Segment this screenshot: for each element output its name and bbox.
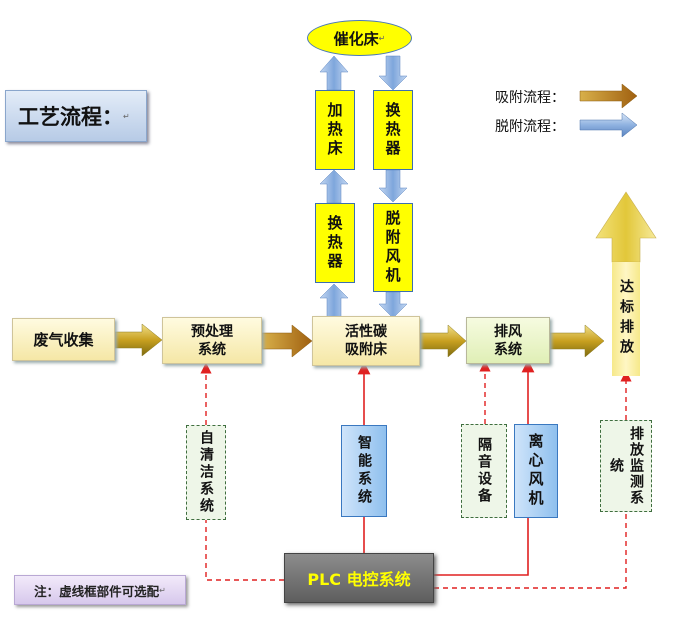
arrow-catalytic-to-heatex-right <box>378 55 408 91</box>
arrow-heatex-left-to-heatbed <box>319 169 349 204</box>
arrow-fan-to-carbon <box>378 291 408 319</box>
line-plc-to-centrifugal <box>434 518 529 576</box>
centrifugal-fan: 离心风机 <box>514 424 558 518</box>
dash-plc-to-monitor <box>434 512 627 589</box>
optional-note: 注：虚线框部件可选配↵ <box>14 575 186 605</box>
arrow-carbon-to-heatex-left <box>319 283 349 319</box>
emission-monitoring-system: 排放监测系统 <box>600 420 652 512</box>
plc-control-system: PLC 电控系统 <box>284 553 434 603</box>
legend-adsorption-label: 吸附流程： <box>495 90 565 106</box>
arrow-heatbed-to-catalytic <box>319 55 349 91</box>
legend-adsorption-arrow <box>579 83 638 109</box>
legend-desorption-arrow <box>579 112 638 138</box>
arrow-exhaust-to-discharge <box>549 324 605 358</box>
smart-system: 智能系统 <box>341 425 387 517</box>
sound-insulation-equipment: 隔音设备 <box>461 424 507 518</box>
page-title: 工艺流程：↵ <box>5 90 147 142</box>
activated-carbon-bed: 活性碳 吸附床 <box>312 316 420 366</box>
arrow-discharge-up <box>595 191 657 263</box>
legend-desorption-label: 脱附流程： <box>495 119 565 135</box>
pretreatment-system: 预处理 系统 <box>162 317 262 364</box>
heat-exchanger-right: 换热器 <box>373 90 413 170</box>
waste-gas-collection: 废气收集 <box>12 318 115 361</box>
arrow-pretreat-to-carbon <box>261 324 313 358</box>
desorption-fan: 脱附风机 <box>373 203 413 292</box>
arrow-carbon-to-exhaust <box>419 324 467 358</box>
exhaust-system: 排风 系统 <box>466 317 550 364</box>
heating-bed: 加热床 <box>315 90 355 170</box>
discharge-compliant: 达标排放 <box>612 262 640 376</box>
dash-plc-to-selfclean <box>205 520 284 581</box>
arrow-waste-to-pretreat <box>114 323 163 357</box>
catalytic-bed: 催化床↵ <box>307 20 412 56</box>
heat-exchanger-left: 换热器 <box>315 203 355 283</box>
self-cleaning-system: 自清洁系统 <box>186 425 226 520</box>
arrow-heatex-right-to-fan <box>378 169 408 203</box>
